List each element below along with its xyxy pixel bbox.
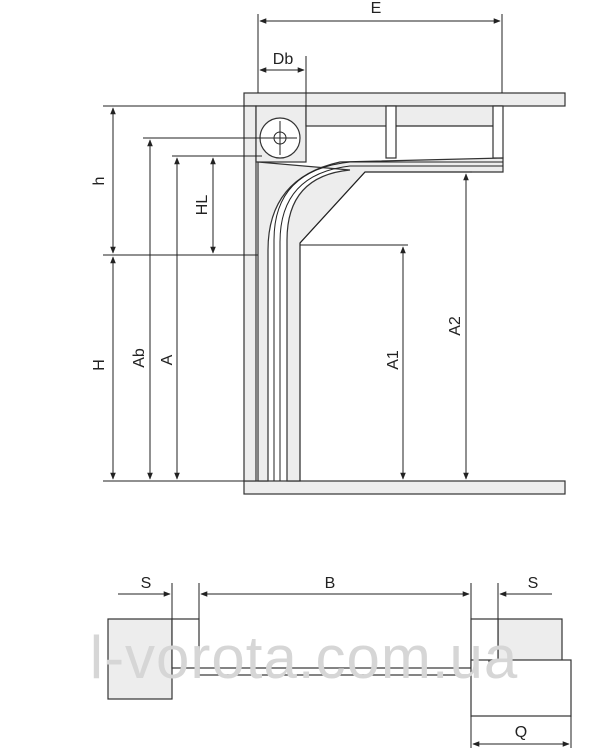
label-A: A [159, 354, 176, 365]
label-Q: Q [515, 724, 527, 741]
left-jamb [171, 618, 200, 669]
side-view [103, 14, 566, 495]
label-H: H [91, 359, 108, 371]
track-hanger [305, 105, 503, 127]
door-track-curve [257, 157, 504, 482]
label-Ab: Ab [131, 348, 148, 368]
label-B: B [325, 575, 336, 592]
dimensions-side [110, 18, 501, 480]
ceiling-beam [243, 92, 566, 107]
label-Db: Db [273, 51, 294, 68]
side-track-box [470, 659, 572, 717]
door-panel-curve [273, 161, 503, 481]
track-hanger-post-2 [492, 105, 504, 159]
plan-view [107, 583, 572, 748]
label-h: h [91, 177, 108, 186]
dimensions-plan [118, 591, 570, 747]
label-A2: A2 [447, 316, 464, 336]
label-HL: HL [194, 195, 211, 216]
left-wall [107, 618, 173, 700]
watermark: l-vorota.com.ua [90, 624, 519, 691]
label-E: E [371, 0, 382, 17]
label-A1: A1 [385, 350, 402, 370]
label-S-right: S [528, 575, 539, 592]
label-S-left: S [141, 575, 152, 592]
lintel-wall [243, 105, 257, 482]
floor-slab [243, 480, 566, 495]
track-hanger-post-1 [385, 105, 397, 159]
